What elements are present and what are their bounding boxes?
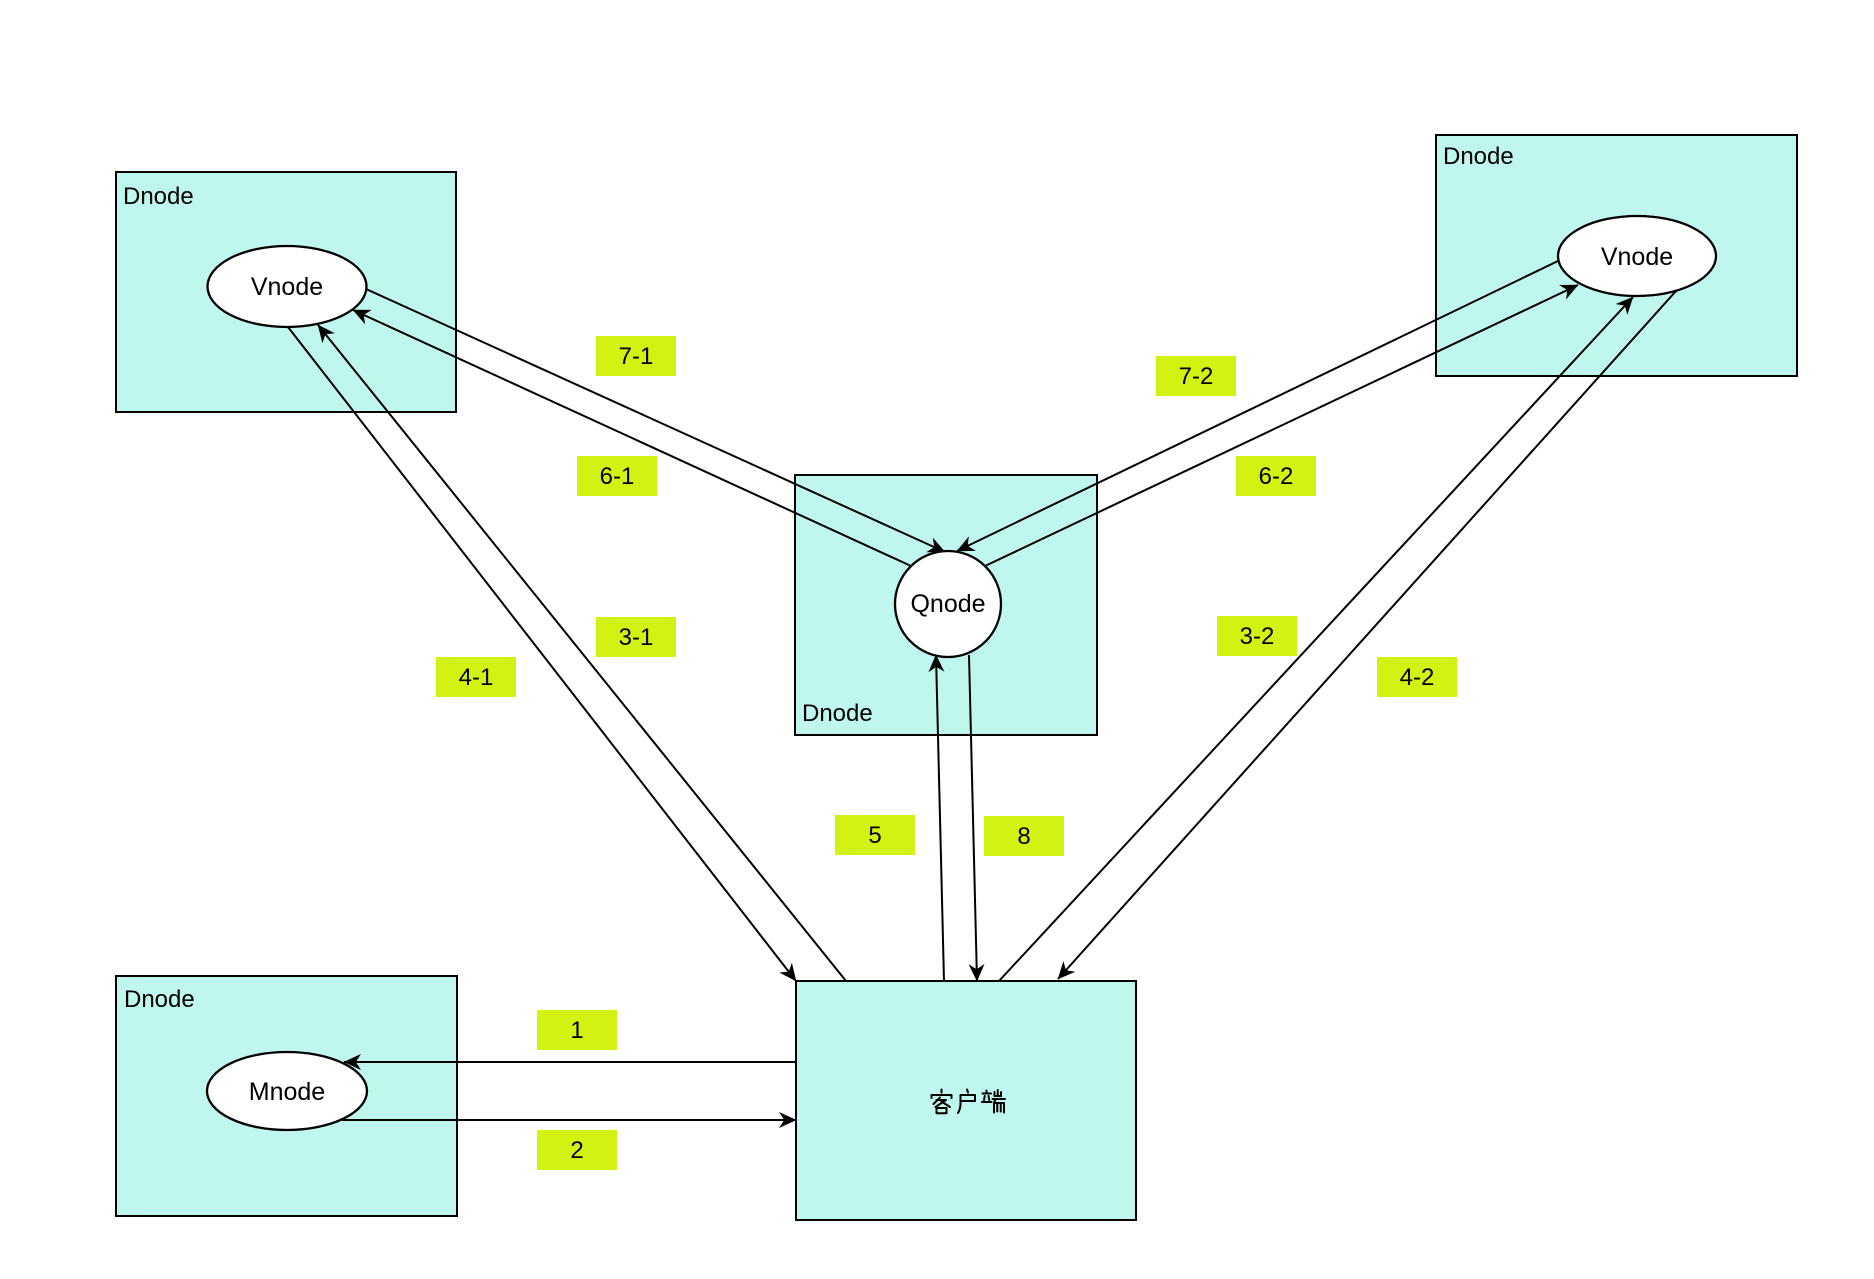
svg-text:Dnode: Dnode (802, 700, 873, 727)
svg-text:4-1: 4-1 (459, 664, 494, 691)
svg-text:3-2: 3-2 (1240, 623, 1275, 650)
svg-text:6-1: 6-1 (600, 463, 635, 490)
svg-text:5: 5 (868, 822, 881, 849)
svg-text:Dnode: Dnode (123, 183, 194, 210)
svg-text:4-2: 4-2 (1400, 664, 1435, 691)
svg-text:2: 2 (570, 1137, 583, 1164)
svg-text:7-2: 7-2 (1179, 363, 1214, 390)
svg-text:Dnode: Dnode (1443, 143, 1514, 170)
svg-text:6-2: 6-2 (1259, 463, 1294, 490)
svg-text:Dnode: Dnode (124, 986, 195, 1013)
svg-text:3-1: 3-1 (619, 624, 654, 651)
svg-text:Vnode: Vnode (1601, 243, 1673, 271)
svg-text:Vnode: Vnode (251, 273, 323, 301)
svg-text:1: 1 (570, 1017, 583, 1044)
svg-text:Qnode: Qnode (910, 590, 985, 618)
svg-text:7-1: 7-1 (619, 343, 654, 370)
svg-text:8: 8 (1017, 823, 1030, 850)
svg-text:Mnode: Mnode (249, 1078, 325, 1106)
